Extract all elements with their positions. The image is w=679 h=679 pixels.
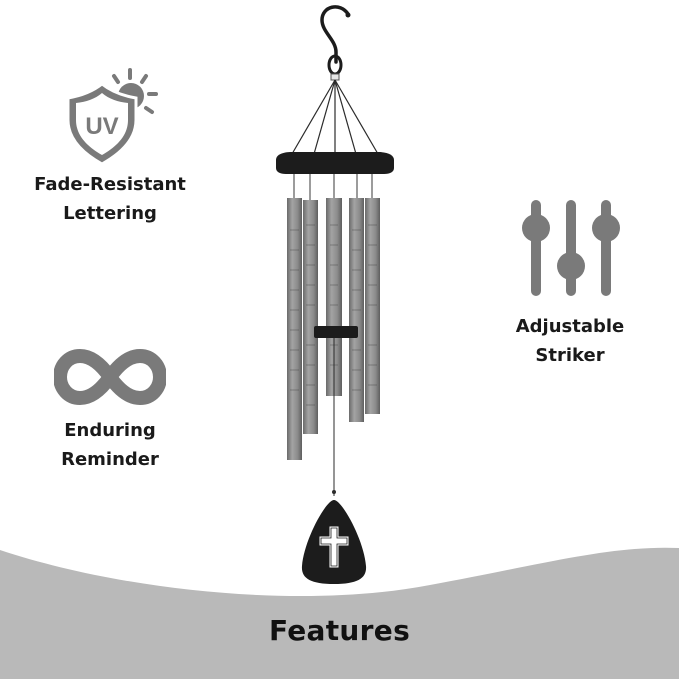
enduring-line2: Reminder [61, 449, 159, 470]
striker-line1: Adjustable [515, 316, 625, 337]
adjustable-striker-label: Adjustable Striker [480, 312, 660, 370]
features-title: Features [268, 614, 411, 647]
enduring-line1: Enduring [64, 420, 156, 441]
fade-resistant-line1: Fade-Resistant [34, 174, 186, 195]
fade-resistant-line2: Lettering [63, 203, 157, 224]
uv-badge-text: UV [85, 113, 118, 140]
uv-shield-sun-icon: UV [66, 68, 158, 166]
fade-resistant-label: Fade-Resistant Lettering [20, 170, 200, 228]
enduring-reminder-label: Enduring Reminder [20, 416, 200, 474]
infinity-icon [54, 349, 166, 405]
striker-line2: Striker [535, 345, 605, 366]
sliders-icon [522, 200, 620, 296]
